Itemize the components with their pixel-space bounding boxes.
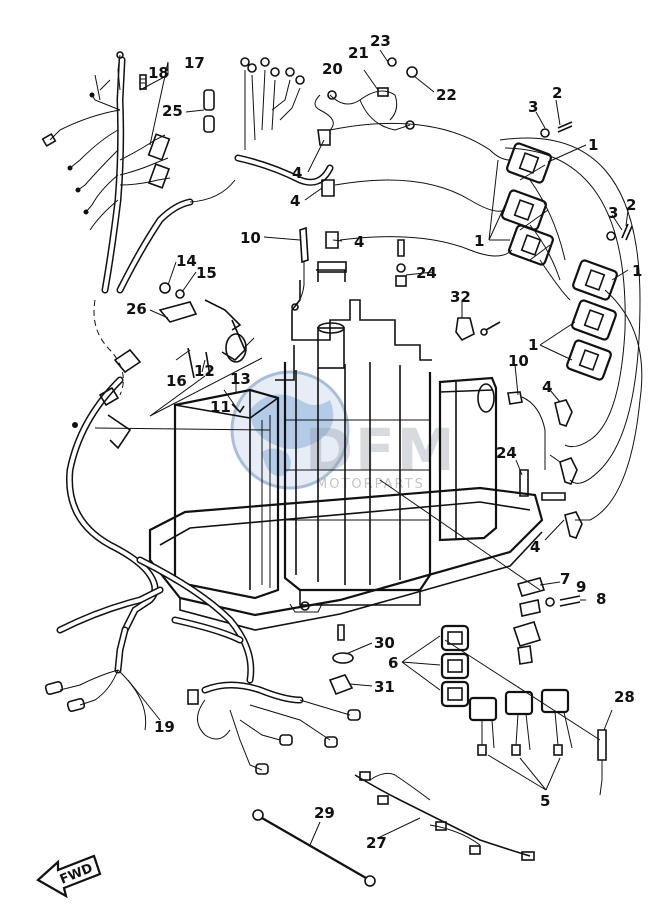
part-label-24: 24 [496, 444, 517, 462]
part-label-30: 30 [374, 634, 395, 652]
ignition-coils [329, 121, 643, 539]
relay-block [379, 479, 607, 796]
part-label-9: 9 [576, 578, 586, 596]
part-label-3: 3 [528, 98, 538, 116]
part-label-1: 1 [474, 232, 484, 250]
part-label-1: 1 [588, 136, 598, 154]
part-label-22: 22 [436, 86, 457, 104]
part-label-5: 5 [540, 792, 550, 810]
part-label-27: 27 [366, 834, 387, 852]
top-center-harness [234, 57, 418, 249]
part-label-4: 4 [290, 192, 300, 210]
part-label-4: 4 [542, 378, 552, 396]
part-label-3: 3 [608, 204, 618, 222]
part-label-10: 10 [240, 229, 261, 247]
part-label-1: 1 [632, 262, 642, 280]
part-label-23: 23 [370, 32, 391, 50]
part-label-21: 21 [348, 44, 369, 62]
part-label-24: 24 [416, 264, 437, 282]
part-label-26: 26 [126, 300, 147, 318]
watermark-text: DFM [305, 416, 456, 484]
part-label-16: 16 [166, 372, 187, 390]
part-label-13: 13 [230, 370, 251, 388]
part-label-25: 25 [162, 102, 183, 120]
lower-harness [187, 681, 535, 887]
part-label-2: 2 [552, 84, 562, 102]
part-label-17: 17 [184, 54, 205, 72]
engine-block [148, 261, 544, 631]
part-label-29: 29 [314, 804, 335, 822]
part-label-7: 7 [560, 570, 570, 588]
part-label-11: 11 [210, 398, 231, 416]
part-label-1: 1 [528, 336, 538, 354]
part-label-10: 10 [508, 352, 529, 370]
fwd-arrow: FWD [36, 854, 102, 899]
leader-lines [127, 49, 629, 846]
part-label-2: 2 [626, 196, 636, 214]
part-label-28: 28 [614, 688, 635, 706]
part-label-6: 6 [388, 654, 398, 672]
part-callouts: 1 1 1 1 2 2 3 3 4 4 4 4 4 5 6 7 8 9 10 1… [126, 32, 642, 852]
small-parts [158, 226, 566, 696]
main-harness [41, 51, 236, 396]
part-label-4: 4 [292, 164, 302, 182]
part-label-8: 8 [596, 590, 606, 608]
part-label-31: 31 [374, 678, 395, 696]
part-label-20: 20 [322, 60, 343, 78]
part-label-18: 18 [148, 64, 169, 82]
part-label-15: 15 [196, 264, 217, 282]
part-label-4: 4 [530, 538, 540, 556]
left-cables [44, 348, 271, 731]
part-label-19: 19 [154, 718, 175, 736]
part-label-12: 12 [194, 362, 215, 380]
part-label-32: 32 [450, 288, 471, 306]
part-label-14: 14 [176, 252, 197, 270]
part-label-4: 4 [354, 233, 364, 251]
